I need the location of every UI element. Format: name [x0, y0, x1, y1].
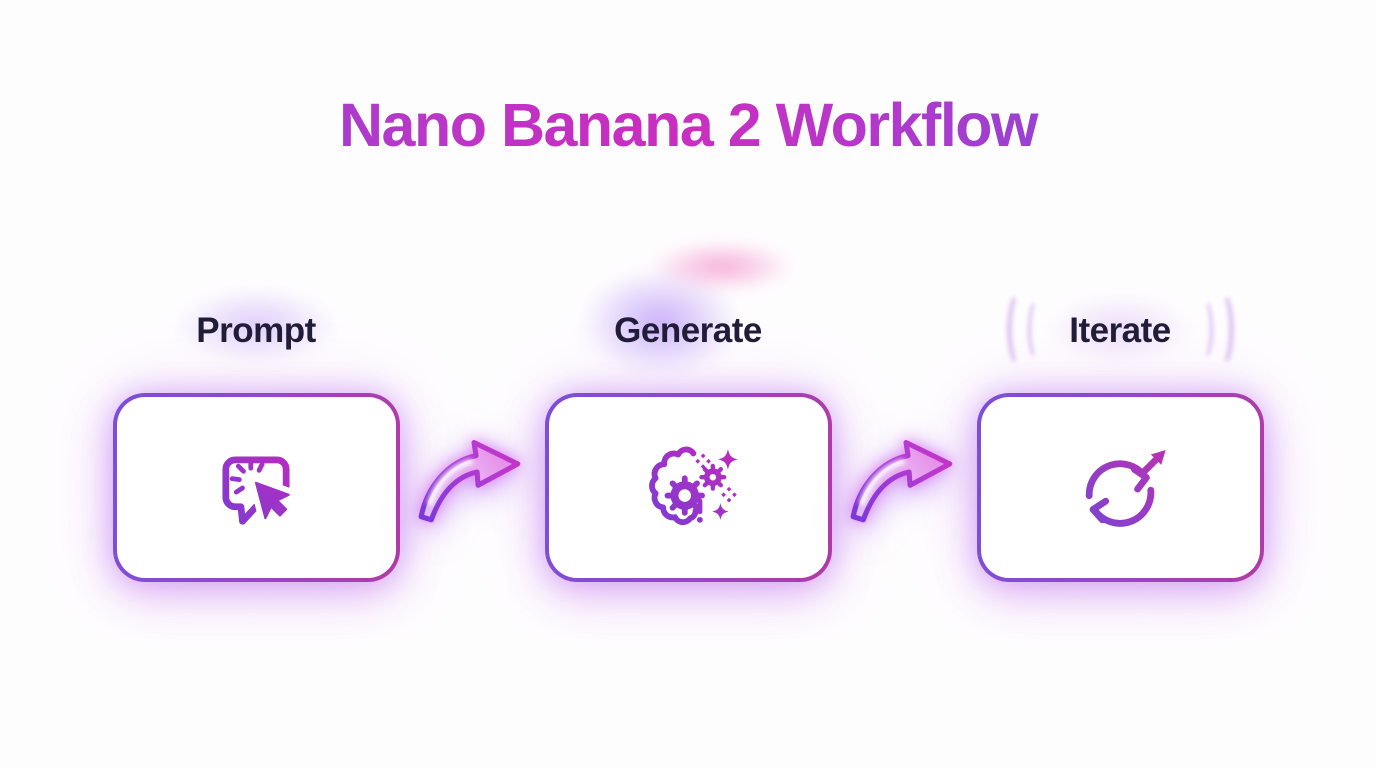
page-title: Nano Banana 2 Workflow	[0, 90, 1376, 160]
brain-gears-sparkles-icon	[649, 446, 738, 525]
step-prompt-label-wrap: Prompt	[113, 270, 400, 381]
curved-arrow-right-icon	[850, 439, 953, 523]
refresh-cycle-arrow-icon	[1085, 449, 1166, 527]
prompt-card	[113, 393, 400, 582]
workflow-steps-row: Prompt	[0, 229, 1376, 582]
step-generate-label: Generate	[614, 311, 762, 350]
step-iterate-label-wrap: Iterate	[977, 279, 1264, 379]
step-iterate-label: Iterate	[1069, 311, 1171, 350]
step-iterate: Iterate	[977, 279, 1264, 582]
curved-arrow-right-icon	[418, 439, 521, 523]
step-prompt: Prompt	[113, 270, 400, 582]
generate-card	[545, 393, 832, 582]
iterate-card	[977, 393, 1264, 582]
speech-bubble-cursor-click-icon	[222, 456, 296, 525]
step-generate: Generate	[545, 229, 832, 582]
iterate-ripple-arc	[1208, 290, 1234, 369]
iterate-ripple-arc	[1026, 297, 1048, 362]
step-generate-label-wrap: Generate	[545, 229, 832, 399]
iterate-ripple-arc	[1192, 297, 1214, 362]
step-prompt-label: Prompt	[196, 311, 316, 350]
iterate-ripple-arc	[1006, 290, 1033, 369]
